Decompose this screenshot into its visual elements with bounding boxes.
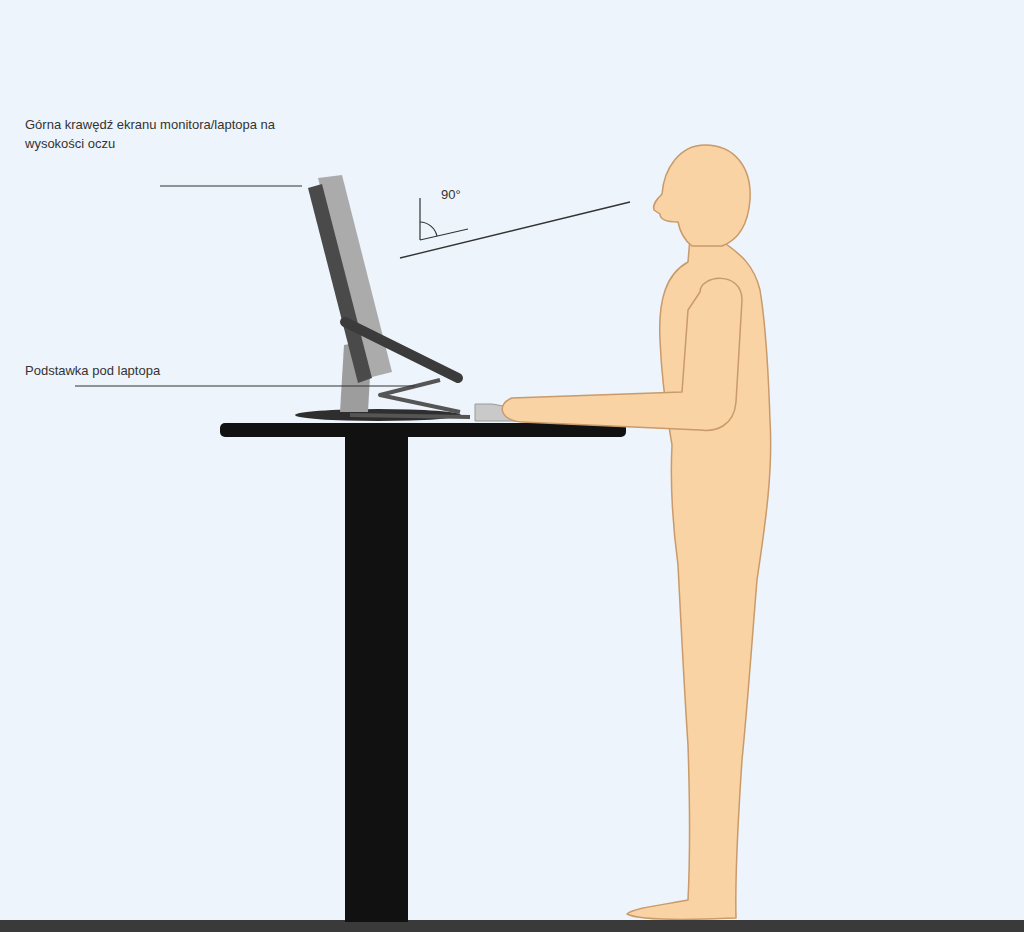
leader-line [160, 185, 302, 186]
desk-top [220, 423, 626, 437]
callout-label: Podstawka pod laptopa [25, 362, 245, 381]
laptop-stand-base [350, 415, 470, 417]
laptop-stand [380, 380, 460, 412]
angle-label: 90° [441, 186, 481, 205]
angle-mark [419, 198, 420, 240]
laptop-on-stand [345, 322, 458, 378]
desk-leg [345, 434, 408, 922]
angle-arc [420, 222, 437, 236]
sight-line [400, 202, 630, 258]
angle-mark [420, 229, 468, 240]
floor [0, 920, 1024, 932]
monitor-screen [308, 184, 372, 383]
person-silhouette [502, 145, 770, 919]
callout-label: Górna krawędź ekranu monitora/laptopa na… [25, 116, 305, 154]
leader-line [75, 385, 415, 386]
